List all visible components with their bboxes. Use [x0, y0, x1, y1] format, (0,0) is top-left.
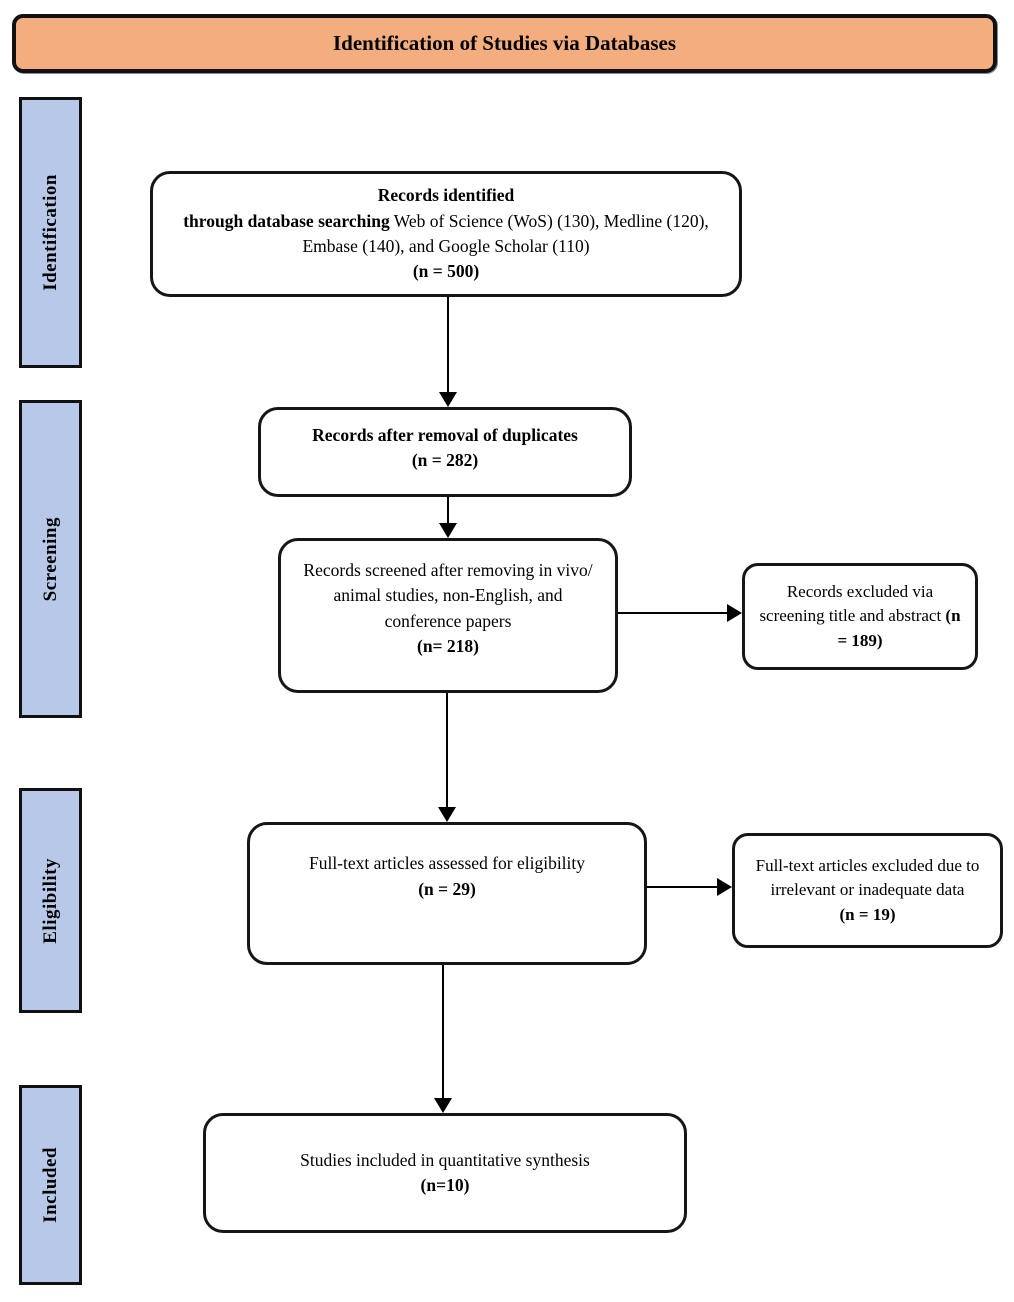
excluded-screening-count: (n = 189): [837, 606, 961, 650]
fulltext-excluded-text: Full-text articles excluded due to irrel…: [747, 854, 988, 928]
fulltext-assessed-count: (n = 29): [418, 878, 476, 899]
phase-label-identification: Identification: [39, 174, 61, 291]
records-identified-sources: Web of Science (WoS) (130), Medline (120…: [302, 210, 709, 256]
connector-arrow-screened-to-fulltext: [446, 693, 448, 808]
records-screened-text: Records screened after removing in vivo/…: [299, 558, 597, 660]
records-identified-count: (n = 500): [412, 261, 480, 282]
phase-bar-included: Included: [19, 1085, 82, 1285]
flow-box-records-identified: Records identified through database sear…: [150, 171, 742, 297]
studies-included-count: (n=10): [420, 1175, 470, 1195]
diagram-title-banner: Identification of Studies via Databases: [12, 14, 997, 73]
records-identified-lead: through database searching: [183, 210, 390, 231]
duplicates-removed-text: Records after removal of duplicates (n =…: [281, 423, 609, 474]
fulltext-assessed-label: Full-text articles assessed for eligibil…: [308, 853, 586, 874]
records-identified-text: Records identified through database sear…: [175, 183, 717, 285]
studies-included-label: Studies included in quantitative synthes…: [300, 1149, 590, 1170]
connector-arrow-identified-to-duplicates: [447, 297, 449, 393]
excluded-screening-label: Records excluded via screening title and…: [759, 581, 946, 626]
excluded-screening-text: Records excluded via screening title and…: [759, 580, 961, 654]
fulltext-assessed-text: Full-text articles assessed for eligibil…: [309, 851, 585, 902]
records-screened-label: Records screened after removing in vivo/…: [303, 560, 593, 631]
flow-box-duplicates-removed: Records after removal of duplicates (n =…: [258, 407, 632, 497]
studies-included-text: Studies included in quantitative synthes…: [300, 1148, 590, 1199]
flow-box-records-screened: Records screened after removing in vivo/…: [278, 538, 618, 693]
fulltext-excluded-count: (n = 19): [839, 904, 896, 924]
connector-arrow-duplicates-to-screened: [447, 497, 449, 524]
diagram-title: Identification of Studies via Databases: [332, 31, 677, 55]
phase-label-included: Included: [39, 1147, 61, 1223]
connector-arrow-fulltext-to-included: [442, 965, 444, 1099]
records-identified-title: Records identified: [377, 185, 515, 206]
duplicates-removed-count: (n = 282): [411, 450, 479, 471]
flow-box-studies-included: Studies included in quantitative synthes…: [203, 1113, 687, 1233]
fulltext-excluded-label: Full-text articles excluded due to irrel…: [755, 855, 980, 900]
phase-bar-identification: Identification: [19, 97, 82, 368]
phase-label-screening: Screening: [39, 516, 61, 602]
duplicates-removed-label: Records after removal of duplicates: [312, 425, 578, 445]
records-screened-count: (n= 218): [417, 636, 479, 657]
flow-box-excluded-screening: Records excluded via screening title and…: [742, 563, 978, 670]
connector-arrow-screened-to-excluded: [618, 612, 728, 614]
flow-box-fulltext-excluded: Full-text articles excluded due to irrel…: [732, 833, 1003, 948]
connector-arrow-fulltext-to-excluded: [647, 886, 718, 888]
phase-label-eligibility: Eligibility: [39, 857, 61, 944]
phase-bar-eligibility: Eligibility: [19, 788, 82, 1013]
phase-bar-screening: Screening: [19, 400, 82, 718]
flow-box-fulltext-assessed: Full-text articles assessed for eligibil…: [247, 822, 647, 965]
